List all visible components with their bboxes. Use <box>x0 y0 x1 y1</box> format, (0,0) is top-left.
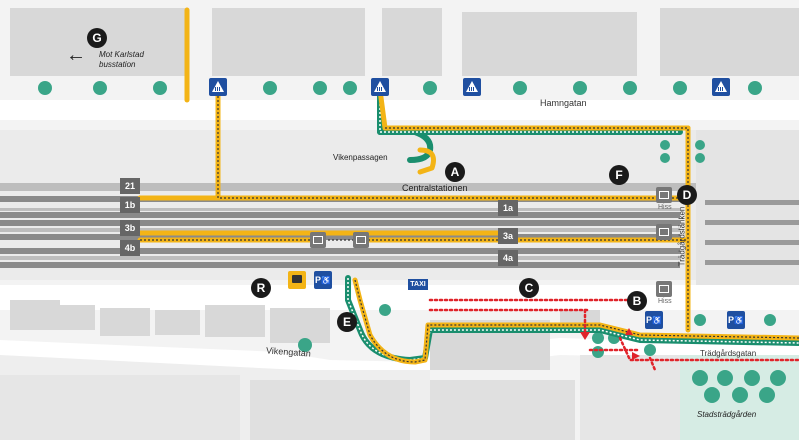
pedestrian-crossing-icon <box>371 78 389 96</box>
marker-a[interactable]: A <box>445 162 465 182</box>
platform-label: 1b <box>120 197 140 213</box>
pedestrian-crossing-icon <box>209 78 227 96</box>
pedestrian-crossing-icon <box>463 78 481 96</box>
marker-e[interactable]: E <box>337 312 357 332</box>
lift-label: Hiss <box>658 298 672 305</box>
parking-label: P <box>646 315 653 325</box>
marker-d[interactable]: D <box>677 185 697 205</box>
parking-label: P <box>315 275 322 285</box>
marker-b[interactable]: B <box>627 291 647 311</box>
tree-group <box>38 81 786 403</box>
marker-f[interactable]: F <box>609 165 629 185</box>
parking-label: P <box>728 315 735 325</box>
street-label-tradgardsgatan: Trädgårdsgatan <box>700 349 757 358</box>
marker-r[interactable]: R <box>251 278 271 298</box>
parking-accessible-icon: P♿ <box>314 271 332 289</box>
platform-label: 4b <box>120 240 140 256</box>
lift-label: Hiss <box>658 204 672 211</box>
ramp-icon <box>310 232 326 248</box>
street-label-tradgardslanken: Trädgårdslänken <box>677 206 687 267</box>
place-label-stadstradgarden: Stadsträdgården <box>697 410 757 419</box>
lift-icon <box>656 281 672 297</box>
bus-icon <box>288 271 306 289</box>
place-label-centralstationen: Centralstationen <box>402 183 468 193</box>
platform-label: 4a <box>498 250 518 266</box>
platform-label: 1a <box>498 200 518 216</box>
platform-label: 21 <box>120 178 140 194</box>
platform-label: 3a <box>498 228 518 244</box>
direction-text-line2: busstation <box>99 60 136 69</box>
platform-label: 3b <box>120 220 140 236</box>
street-label-hamngatan: Hamngatan <box>540 98 587 108</box>
marker-g[interactable]: G <box>87 28 107 48</box>
parking-accessible-icon: P♿ <box>645 311 663 329</box>
direction-text-line1: Mot Karlstad <box>99 50 144 59</box>
place-label-vikenpassagen: Vikenpassagen <box>333 153 388 162</box>
parking-accessible-icon: P♿ <box>727 311 745 329</box>
pedestrian-crossing-icon <box>712 78 730 96</box>
taxi-sign: TAXI <box>408 279 428 290</box>
lift-icon <box>656 224 672 240</box>
lift-icon <box>353 232 369 248</box>
direction-arrow-icon: ← <box>66 44 86 66</box>
marker-c[interactable]: C <box>519 278 539 298</box>
lift-icon <box>656 187 672 203</box>
